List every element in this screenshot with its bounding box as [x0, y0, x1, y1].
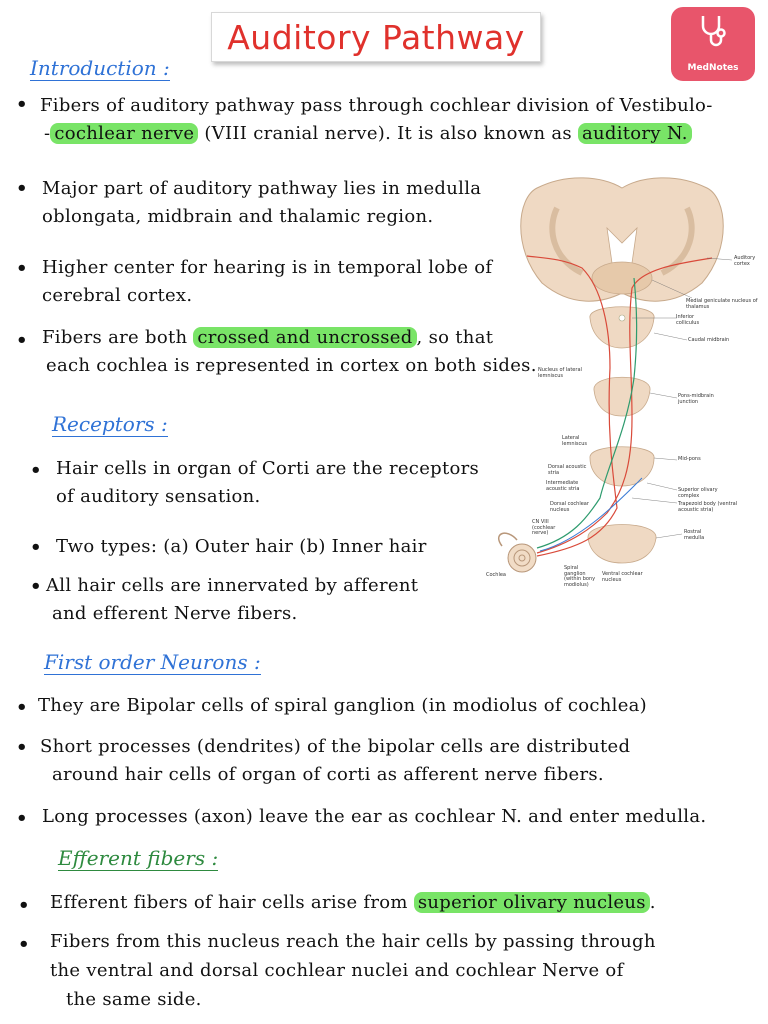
intro-bullet-4-post: , so that — [416, 327, 494, 348]
bullet-dot: • — [30, 576, 42, 597]
first-order-bullet-2: Short processes (dendrites) of the bipol… — [40, 733, 760, 789]
highlight-crossed-uncrossed: crossed and uncrossed — [193, 327, 417, 348]
highlight-auditory-n: auditory N. — [577, 122, 692, 144]
first-order-bullet-2-line-1: Short processes (dendrites) of the bipol… — [40, 736, 631, 757]
bullet-dot: • — [18, 934, 30, 955]
bullet-dot: • — [30, 537, 42, 558]
efferent-bullet-2-line-1: Fibers from this nucleus reach the hair … — [50, 931, 656, 952]
efferent-bullet-2-line-3: the same side. — [66, 988, 202, 1010]
first-order-heading: First order Neurons : — [44, 650, 261, 675]
intro-bullet-2-line-1: Major part of auditory pathway lies in m… — [42, 178, 482, 199]
intro-bullet-4-pre: Fibers are both — [42, 327, 194, 348]
intro-bullet-4-line-2: each cochlea is represented in cortex on… — [46, 354, 537, 376]
label-trapezoid-body: Trapezoid body (ventral acoustic stria) — [678, 501, 738, 513]
label-cochlea: Cochlea — [486, 572, 506, 578]
efferent-bullet-2-line-2: the ventral and dorsal cochlear nuclei a… — [50, 959, 624, 981]
stethoscope-icon — [701, 16, 726, 47]
intro-bullet-2-line-2: oblongata, midbrain and thalamic region. — [42, 205, 434, 227]
receptors-heading: Receptors : — [52, 412, 168, 437]
receptors-bullet-1-line-2: of auditory sensation. — [56, 485, 261, 507]
label-lateral-lemniscus: Lateral lemniscus — [562, 435, 588, 447]
label-intermediate-acoustic-stria: Intermediate acoustic stria — [546, 480, 580, 492]
introduction-heading-text: Introduction : — [30, 56, 170, 81]
highlight-cochlear-nerve: cochlear nerve — [50, 122, 199, 144]
intro-bullet-1-mid: (VIII cranial nerve). It is also known a… — [198, 122, 578, 144]
intro-bullet-4-line-1: Fibers are both crossed and uncrossed, s… — [42, 324, 562, 352]
page-title: Auditory Pathway — [227, 17, 525, 57]
receptors-bullet-1-line-1: Hair cells in organ of Corti are the rec… — [56, 458, 480, 479]
logo-label: MedNotes — [687, 63, 739, 73]
highlight-superior-olivary: superior olivary nucleus — [413, 892, 650, 913]
intro-bullet-3-line-1: Higher center for hearing is in temporal… — [42, 257, 493, 278]
efferent-bullet-1-pre: Efferent fibers of hair cells arise from — [50, 892, 414, 913]
efferent-bullet-1-post: . — [649, 892, 656, 913]
intro-bullet-1-line-1: Fibers of auditory pathway pass through … — [40, 95, 713, 116]
intro-bullet-1-line-2: -cochlear nerve (VIII cranial nerve). It… — [44, 120, 755, 148]
bullet-dot: • — [18, 895, 30, 916]
efferent-heading: Efferent fibers : — [58, 846, 219, 871]
auditory-pathway-diagram: Auditory cortex Medial geniculate nucleu… — [482, 168, 764, 596]
dash: - — [44, 122, 51, 144]
receptors-heading-text: Receptors : — [52, 412, 168, 437]
receptors-bullet-3-line-2: and efferent Nerve fibers. — [52, 602, 298, 624]
label-cn8: CN VIII (cochlear nerve) — [532, 519, 556, 536]
label-caudal-midbrain: Caudal midbrain — [688, 337, 730, 343]
label-nucleus-lateral-lemniscus: Nucleus of lateral lemniscus — [538, 367, 582, 379]
bullet-dot: • — [16, 737, 28, 758]
label-superior-olivary-complex: Superior olivary complex — [678, 487, 718, 499]
intro-bullet-3: Higher center for hearing is in temporal… — [42, 254, 542, 310]
label-pons-midbrain: Pons-midbrain junction — [678, 393, 714, 405]
intro-bullet-1: Fibers of auditory pathway pass through … — [40, 92, 755, 148]
label-dorsal-cochlear-nucleus: Dorsal cochlear nucleus — [550, 501, 589, 513]
label-spiral-ganglion: Spiral ganglion (within bony modiolus) — [564, 565, 596, 588]
first-order-bullet-3: Long processes (axon) leave the ear as c… — [42, 806, 707, 827]
receptors-bullet-2: Two types: (a) Outer hair (b) Inner hair — [56, 536, 427, 557]
first-order-bullet-2-line-2: around hair cells of organ of corti as a… — [52, 763, 604, 785]
bullet-dot: • — [16, 697, 28, 718]
efferent-bullet-2: Fibers from this nucleus reach the hair … — [50, 928, 762, 1014]
receptors-bullet-3-line-1: All hair cells are innervated by afferen… — [46, 575, 419, 596]
label-rostral-medulla: Rostral medulla — [684, 529, 705, 541]
efferent-heading-text: Efferent fibers : — [58, 846, 219, 871]
intro-bullet-4: Fibers are both crossed and uncrossed, s… — [42, 324, 562, 380]
receptors-bullet-1: Hair cells in organ of Corti are the rec… — [56, 455, 536, 511]
bullet-dot: • — [16, 808, 28, 829]
label-auditory-cortex: Auditory cortex — [734, 255, 756, 267]
first-order-bullet-1: They are Bipolar cells of spiral ganglio… — [38, 695, 648, 716]
page-title-box: Auditory Pathway — [211, 12, 541, 62]
receptors-bullet-3: All hair cells are innervated by afferen… — [46, 572, 486, 628]
mednotes-logo: MedNotes — [671, 7, 755, 81]
label-mgn: Medial geniculate nucleus of thalamus — [686, 298, 758, 310]
label-ventral-cochlear-nucleus: Ventral cochlear nucleus — [602, 571, 643, 583]
bullet-dot: • — [30, 460, 42, 481]
efferent-bullet-1: Efferent fibers of hair cells arise from… — [50, 889, 760, 917]
brain-sections-illustration — [497, 177, 733, 573]
bullet-dot: • — [16, 178, 28, 199]
bullet-dot: • — [16, 258, 28, 279]
label-inferior-colliculus: Inferior colliculus — [676, 314, 700, 326]
intro-bullet-3-line-2: cerebral cortex. — [42, 284, 193, 306]
first-order-heading-text: First order Neurons : — [44, 650, 261, 675]
bullet-dot: • — [16, 330, 28, 351]
label-dorsal-acoustic-stria: Dorsal acoustic stria — [548, 464, 587, 476]
introduction-heading: Introduction : — [30, 56, 170, 81]
label-mid-pons: Mid-pons — [678, 456, 701, 462]
bullet-dot: • — [16, 94, 28, 115]
intro-bullet-2: Major part of auditory pathway lies in m… — [42, 175, 562, 231]
